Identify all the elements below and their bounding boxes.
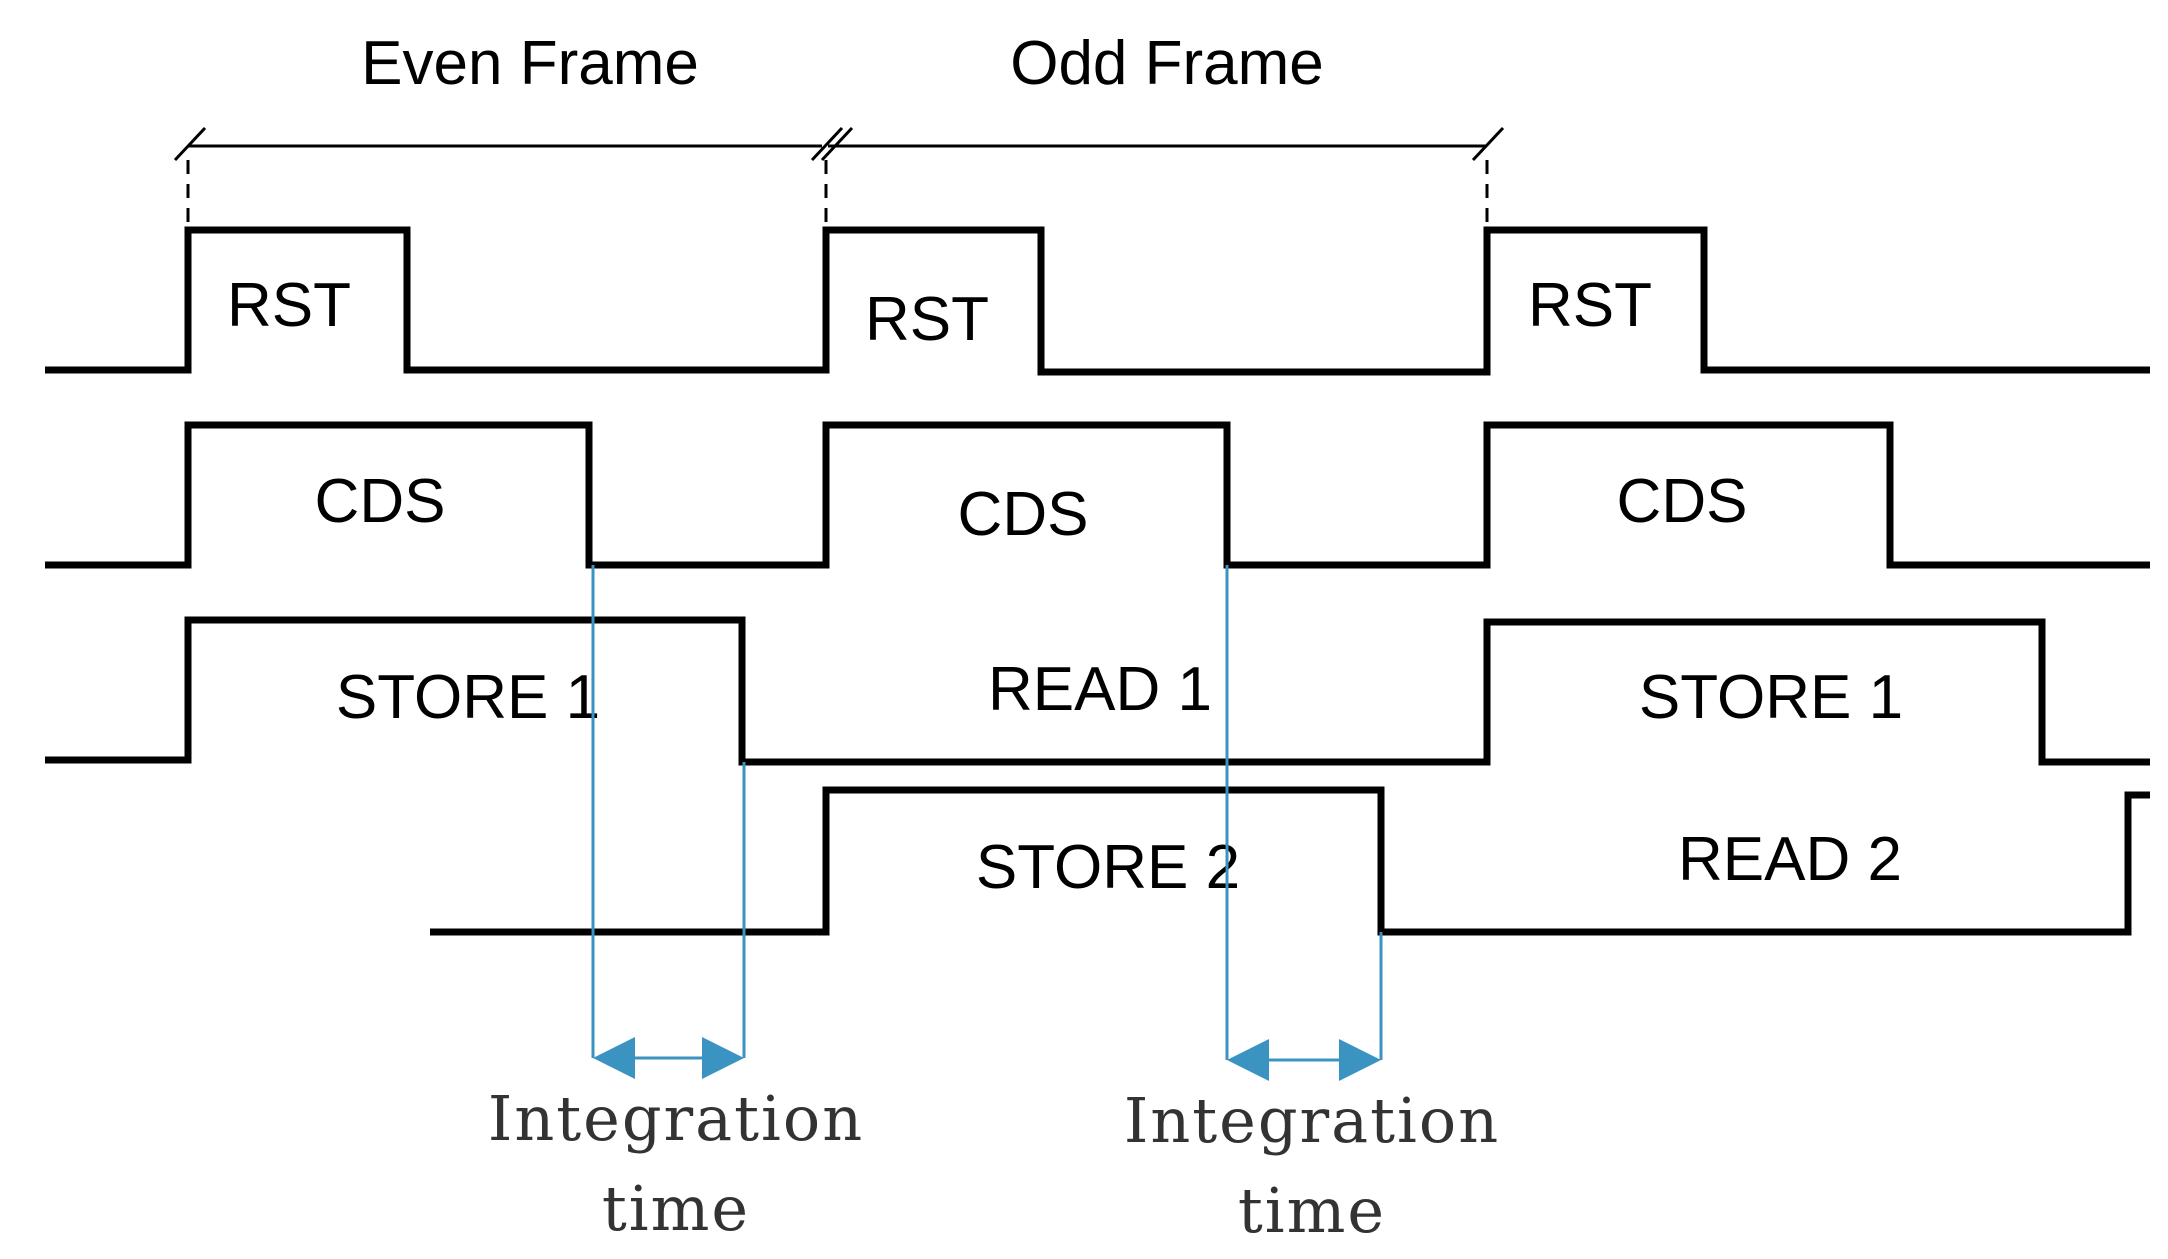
- cds-label-3: CDS: [1617, 467, 1748, 536]
- frame-markers: Even Frame Odd Frame: [173, 29, 1505, 232]
- store1-label-2: STORE 1: [1639, 663, 1903, 732]
- integration-1-label-line2: time: [602, 1172, 750, 1245]
- even-frame-end-tick: [810, 126, 844, 162]
- store1-label: STORE 1: [336, 663, 600, 732]
- integration-1-label-line1: Integration: [488, 1082, 864, 1155]
- integration-2-left-arrowhead: [1227, 1039, 1269, 1081]
- integration-1-right-arrowhead: [702, 1037, 744, 1079]
- cds-label-2: CDS: [958, 480, 1089, 549]
- integration-2-right-arrowhead: [1339, 1039, 1381, 1081]
- store2-waveform: [430, 786, 2150, 936]
- cds-waveform: [45, 421, 2150, 569]
- rst-label-2: RST: [865, 285, 989, 354]
- integration-2-label-line2: time: [1238, 1174, 1386, 1247]
- store1-waveform: [45, 616, 2150, 766]
- integration-marker-2: Integration time: [1124, 565, 1500, 1247]
- even-frame-label: Even Frame: [361, 29, 699, 98]
- integration-marker-1: Integration time: [488, 565, 864, 1245]
- integration-2-label-line1: Integration: [1124, 1084, 1500, 1157]
- rst-waveform: [45, 226, 2150, 376]
- odd-frame-end-tick: [1471, 126, 1505, 162]
- rst-label-3: RST: [1528, 271, 1652, 340]
- read2-label: READ 2: [1678, 825, 1902, 894]
- rst-label-1: RST: [227, 271, 351, 340]
- odd-frame-label: Odd Frame: [1010, 29, 1324, 98]
- store2-label: STORE 2: [976, 833, 1240, 902]
- read1-label: READ 1: [988, 655, 1212, 724]
- cds-label-1: CDS: [315, 467, 446, 536]
- even-frame-start-tick: [173, 126, 207, 162]
- integration-1-left-arrowhead: [593, 1037, 635, 1079]
- odd-frame-start-tick: [820, 126, 854, 162]
